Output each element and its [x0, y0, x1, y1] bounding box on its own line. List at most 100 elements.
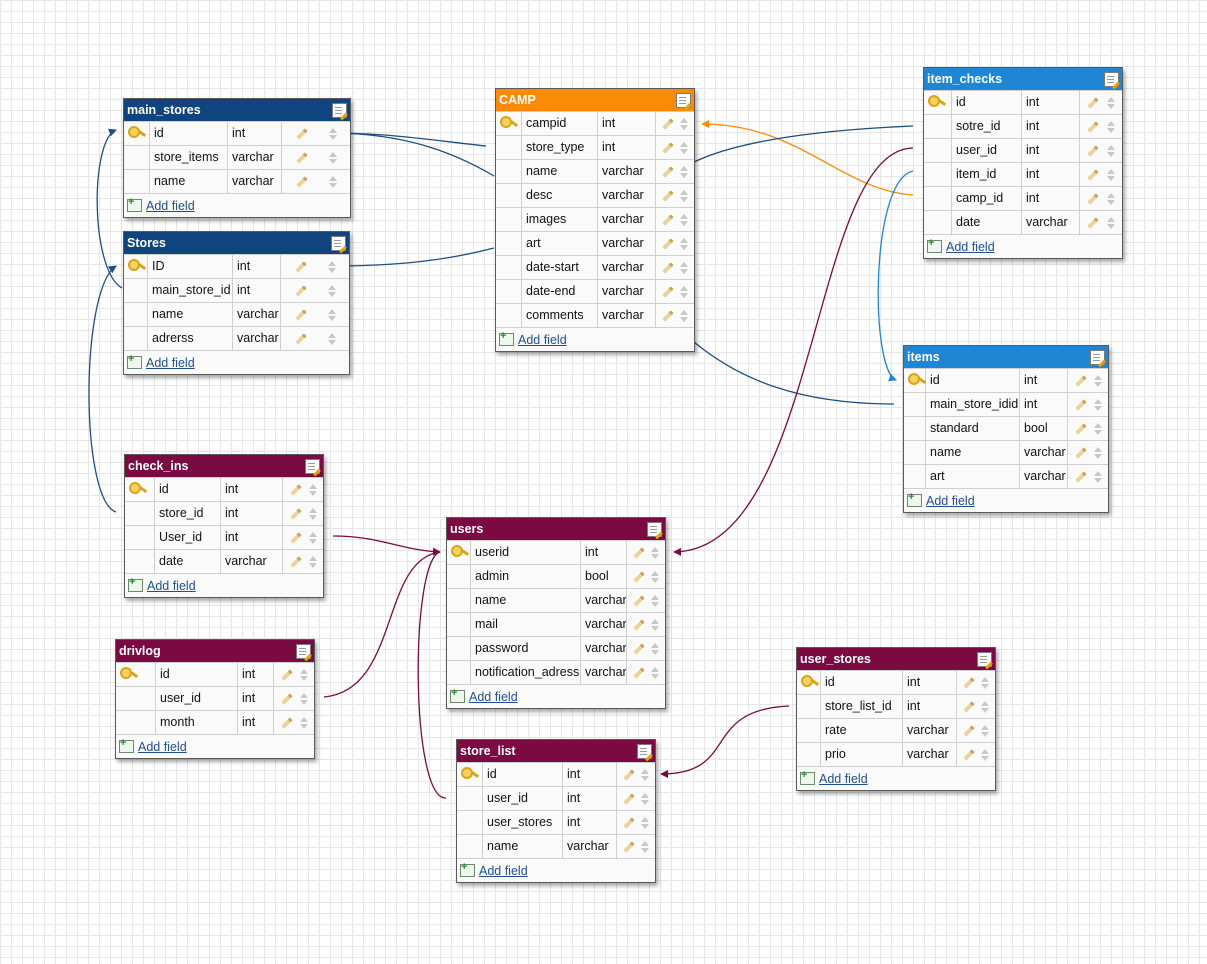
field-name[interactable]: id	[156, 663, 238, 686]
edit-field-pencil-icon[interactable]	[289, 531, 302, 544]
field-name[interactable]: store_type	[522, 136, 598, 159]
reorder-arrows-icon[interactable]	[308, 507, 317, 520]
edit-field-pencil-icon[interactable]	[289, 507, 302, 520]
reorder-arrows-icon[interactable]	[1093, 422, 1102, 435]
add-field-icon[interactable]	[800, 769, 815, 785]
reorder-arrows-icon[interactable]	[299, 668, 308, 681]
edit-field-pencil-icon[interactable]	[633, 618, 645, 631]
field-name[interactable]: admin	[471, 565, 581, 588]
edit-field-pencil-icon[interactable]	[1074, 398, 1087, 411]
field-type[interactable]: varchar	[581, 613, 627, 636]
edit-field-pencil-icon[interactable]	[633, 546, 645, 559]
edit-field-pencil-icon[interactable]	[1087, 120, 1099, 133]
field-name[interactable]: mail	[471, 613, 581, 636]
edit-table-icon[interactable]	[647, 522, 662, 537]
reorder-arrows-icon[interactable]	[651, 666, 659, 679]
field-name[interactable]: name	[926, 441, 1020, 464]
field-type[interactable]: int	[233, 279, 281, 302]
reorder-arrows-icon[interactable]	[308, 483, 317, 496]
reorder-arrows-icon[interactable]	[641, 792, 649, 805]
edit-field-pencil-icon[interactable]	[963, 700, 975, 713]
add-field-icon[interactable]	[119, 737, 134, 753]
add-field-icon[interactable]	[127, 196, 142, 212]
field-name[interactable]: user_id	[156, 687, 238, 710]
field-type[interactable]: varchar	[233, 327, 281, 350]
field-type[interactable]: int	[221, 502, 283, 525]
field-type[interactable]: varchar	[1022, 211, 1080, 234]
edit-field-pencil-icon[interactable]	[1087, 96, 1099, 109]
reorder-arrows-icon[interactable]	[981, 724, 989, 737]
field-type[interactable]: int	[1022, 91, 1080, 114]
edit-field-pencil-icon[interactable]	[662, 213, 674, 226]
reorder-arrows-icon[interactable]	[680, 117, 688, 130]
field-name[interactable]: rate	[821, 719, 903, 742]
field-name[interactable]: store_list_id	[821, 695, 903, 718]
edit-table-icon[interactable]	[305, 459, 320, 474]
edit-table-icon[interactable]	[637, 744, 652, 759]
field-type[interactable]: varchar	[581, 637, 627, 660]
edit-field-pencil-icon[interactable]	[1087, 144, 1099, 157]
field-type[interactable]: int	[563, 811, 617, 834]
field-name[interactable]: date-start	[522, 256, 598, 279]
field-type[interactable]: int	[1020, 369, 1068, 392]
reorder-arrows-icon[interactable]	[981, 700, 989, 713]
field-name[interactable]: id	[155, 478, 221, 501]
edit-field-pencil-icon[interactable]	[280, 716, 293, 729]
reorder-arrows-icon[interactable]	[1107, 96, 1115, 109]
field-name[interactable]: name	[148, 303, 233, 326]
reorder-arrows-icon[interactable]	[1107, 192, 1115, 205]
field-type[interactable]: varchar	[228, 146, 282, 169]
field-name[interactable]: month	[156, 711, 238, 734]
field-type[interactable]: varchar	[563, 835, 617, 858]
field-name[interactable]: images	[522, 208, 598, 231]
edit-table-icon[interactable]	[296, 644, 311, 659]
add-field-link[interactable]: Add field	[819, 771, 868, 786]
add-field-icon[interactable]	[127, 353, 142, 369]
reorder-arrows-icon[interactable]	[327, 308, 336, 321]
field-type[interactable]: int	[1022, 187, 1080, 210]
reorder-arrows-icon[interactable]	[299, 716, 308, 729]
field-name[interactable]: date	[155, 550, 221, 573]
field-type[interactable]: varchar	[598, 208, 656, 231]
edit-field-pencil-icon[interactable]	[662, 117, 674, 130]
edit-field-pencil-icon[interactable]	[295, 127, 308, 140]
reorder-arrows-icon[interactable]	[651, 546, 659, 559]
field-name[interactable]: user_id	[952, 139, 1022, 162]
reorder-arrows-icon[interactable]	[1093, 374, 1102, 387]
field-type[interactable]: varchar	[903, 743, 957, 766]
reorder-arrows-icon[interactable]	[328, 175, 337, 188]
field-type[interactable]: int	[1022, 115, 1080, 138]
table-header[interactable]: items	[904, 346, 1108, 368]
field-type[interactable]: varchar	[1020, 441, 1068, 464]
edit-table-icon[interactable]	[332, 103, 347, 118]
field-type[interactable]: int	[221, 478, 283, 501]
reorder-arrows-icon[interactable]	[1107, 144, 1115, 157]
field-name[interactable]: date	[952, 211, 1022, 234]
field-type[interactable]: varchar	[598, 232, 656, 255]
edit-table-icon[interactable]	[977, 652, 992, 667]
reorder-arrows-icon[interactable]	[299, 692, 308, 705]
reorder-arrows-icon[interactable]	[641, 768, 649, 781]
reorder-arrows-icon[interactable]	[1107, 216, 1115, 229]
edit-field-pencil-icon[interactable]	[295, 151, 308, 164]
edit-field-pencil-icon[interactable]	[963, 676, 975, 689]
edit-field-pencil-icon[interactable]	[294, 332, 307, 345]
field-name[interactable]: name	[483, 835, 563, 858]
field-name[interactable]: id	[821, 671, 903, 694]
field-type[interactable]: bool	[581, 565, 627, 588]
field-type[interactable]: int	[228, 122, 282, 145]
